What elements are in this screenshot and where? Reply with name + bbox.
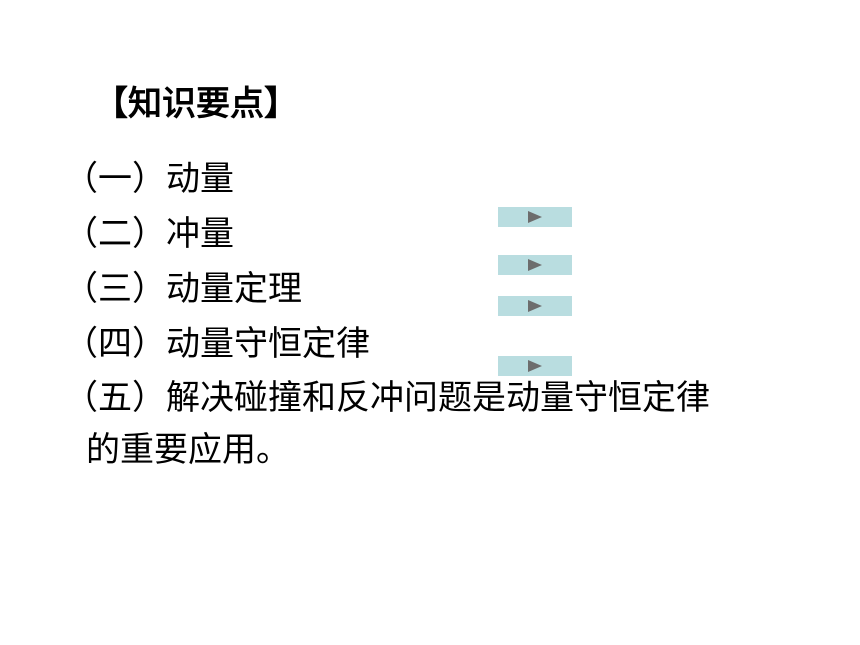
play-triangle-icon	[528, 211, 542, 223]
list-item-momentum: （一）动量	[64, 159, 234, 199]
knowledge-list: （一）动量 （二）冲量 （三）动量定理 （四）动量守恒定律 （五）解决碰撞和反冲…	[64, 152, 804, 476]
list-item-momentum-theorem: （三）动量定理	[64, 269, 302, 309]
nav-button-collision-recoil[interactable]	[498, 356, 572, 376]
knowledge-points-heading: 【知识要点】	[94, 84, 298, 124]
list-item-collision-recoil-line1: （五）解决碰撞和反冲问题是动量守恒定律	[64, 378, 710, 418]
list-item-impulse: （二）冲量	[64, 214, 234, 254]
nav-button-conservation-law[interactable]	[498, 296, 572, 316]
list-item-collision-recoil-line2: 的重要应用。	[86, 430, 290, 470]
play-triangle-icon	[528, 259, 542, 271]
nav-button-impulse[interactable]	[498, 207, 572, 227]
list-item-conservation-law: （四）动量守恒定律	[64, 324, 370, 364]
nav-button-momentum-theorem[interactable]	[498, 255, 572, 275]
play-triangle-icon	[528, 300, 542, 312]
play-triangle-icon	[528, 360, 542, 372]
list-item-collision-recoil: （五）解决碰撞和反冲问题是动量守恒定律 的重要应用。	[64, 372, 804, 476]
